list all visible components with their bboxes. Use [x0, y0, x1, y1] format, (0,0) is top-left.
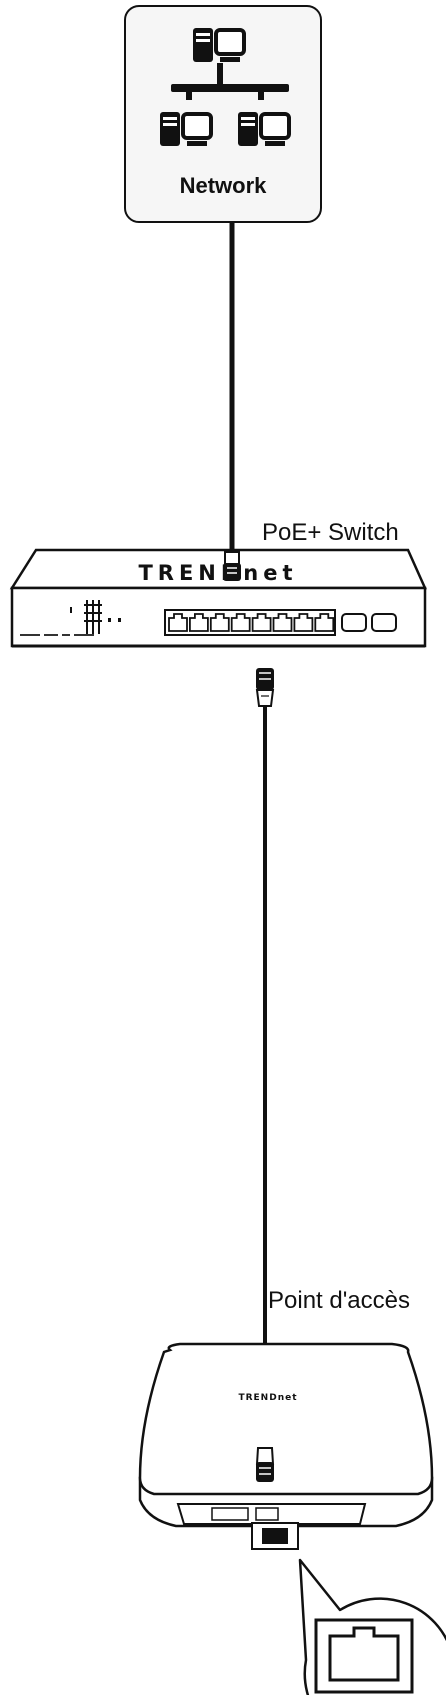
- switch-ethernet-port: [168, 613, 188, 632]
- switch-ethernet-port: [314, 613, 335, 632]
- computer-icon: [193, 28, 246, 62]
- switch-ethernet-ports: [168, 613, 335, 632]
- switch-status-leds: [70, 600, 121, 634]
- ap-label: Point d'accès: [268, 1287, 410, 1314]
- switch-ethernet-port: [189, 613, 209, 632]
- switch-sfp-port: [341, 613, 367, 632]
- switch-ethernet-port: [293, 613, 314, 632]
- network-computers-icon: [160, 28, 291, 146]
- switch-ethernet-port: [272, 613, 293, 632]
- switch-sfp-ports: [341, 613, 397, 632]
- ap-port-recess: [176, 1503, 367, 1550]
- switch-bottom-connector: [255, 668, 275, 707]
- switch-ethernet-port: [251, 613, 272, 632]
- computer-icon: [160, 112, 213, 146]
- network-label: Network: [180, 173, 268, 198]
- switch-fine-print: [20, 634, 94, 636]
- access-point: TRENDnet: [138, 1342, 434, 1550]
- switch-ethernet-port: [209, 613, 230, 632]
- rj45-port-icon: [314, 1618, 414, 1694]
- switch-ethernet-port: [230, 613, 251, 632]
- ap-brand-logo: TRENDnet: [238, 1393, 297, 1403]
- switch-brand-logo: TRENDnet: [138, 561, 297, 585]
- computer-icon: [238, 112, 291, 146]
- network-box: [124, 5, 322, 223]
- ap-cable-connector: [255, 1447, 275, 1482]
- poe-switch: TRENDnet: [9, 548, 427, 648]
- port-callout: [298, 1558, 446, 1695]
- network-node: Network: [124, 5, 322, 223]
- switch-label: PoE+ Switch: [262, 519, 399, 546]
- switch-sfp-port: [371, 613, 397, 632]
- switch-top-connector: [223, 551, 241, 581]
- ap-top-face: [138, 1342, 434, 1496]
